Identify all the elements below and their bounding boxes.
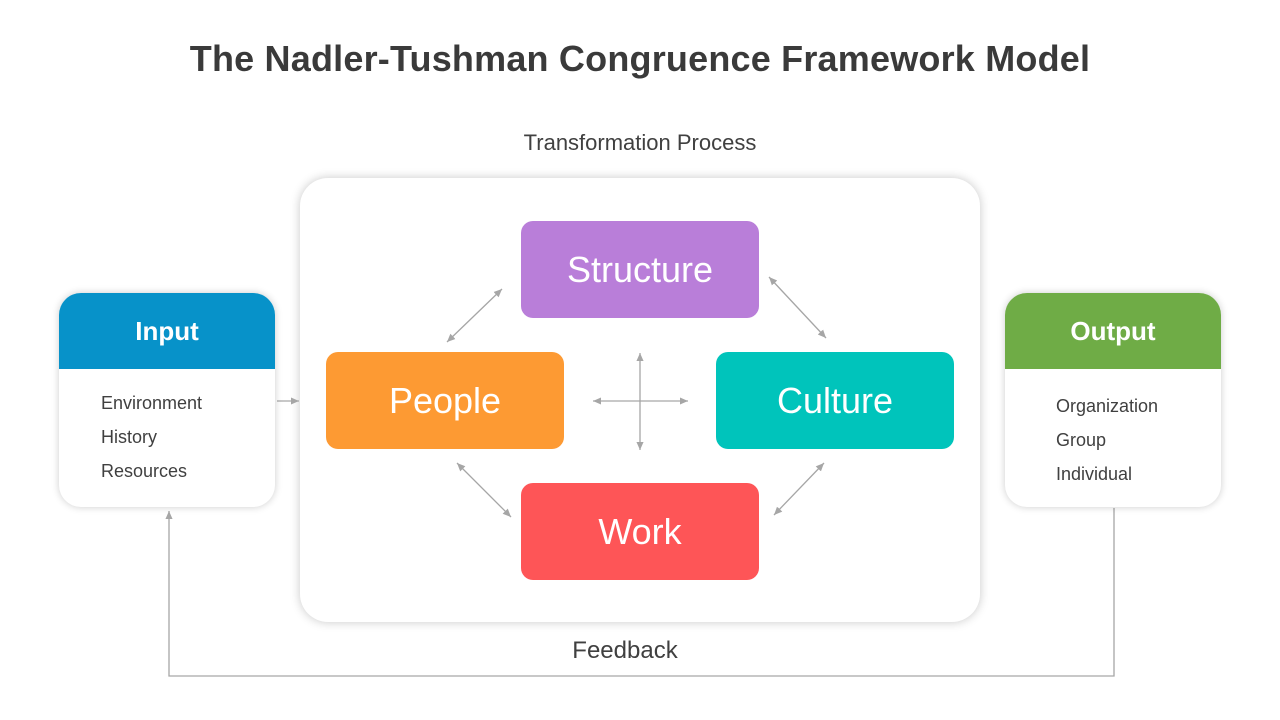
output-list: Organization Group Individual (1005, 369, 1221, 491)
input-item: Environment (101, 393, 203, 413)
transformation-process-label: Transformation Process (523, 130, 757, 155)
input-list: Environment History Resources (59, 369, 275, 488)
structure-node: Structure (521, 221, 759, 318)
page-title: The Nadler-Tushman Congruence Framework … (189, 38, 1091, 79)
arrow-structure-culture (768, 276, 827, 339)
arrow-work-culture (773, 462, 825, 516)
people-node: People (326, 352, 564, 449)
output-item: Group (1056, 430, 1107, 450)
culture-node: Culture (716, 352, 954, 449)
input-header: Input (59, 293, 275, 369)
work-node: Work (521, 483, 759, 580)
input-item: History (101, 427, 158, 447)
output-item: Organization (1056, 396, 1159, 416)
arrow-people-work (456, 462, 512, 518)
input-card: Input Environment History Resources (59, 293, 275, 507)
arrow-people-structure (446, 288, 503, 343)
output-item: Individual (1056, 464, 1133, 484)
output-header: Output (1005, 293, 1221, 369)
input-item: Resources (101, 461, 188, 481)
output-card: Output Organization Group Individual (1005, 293, 1221, 507)
feedback-label: Feedback (572, 637, 678, 664)
feedback-loop-arrow (165, 508, 1115, 677)
